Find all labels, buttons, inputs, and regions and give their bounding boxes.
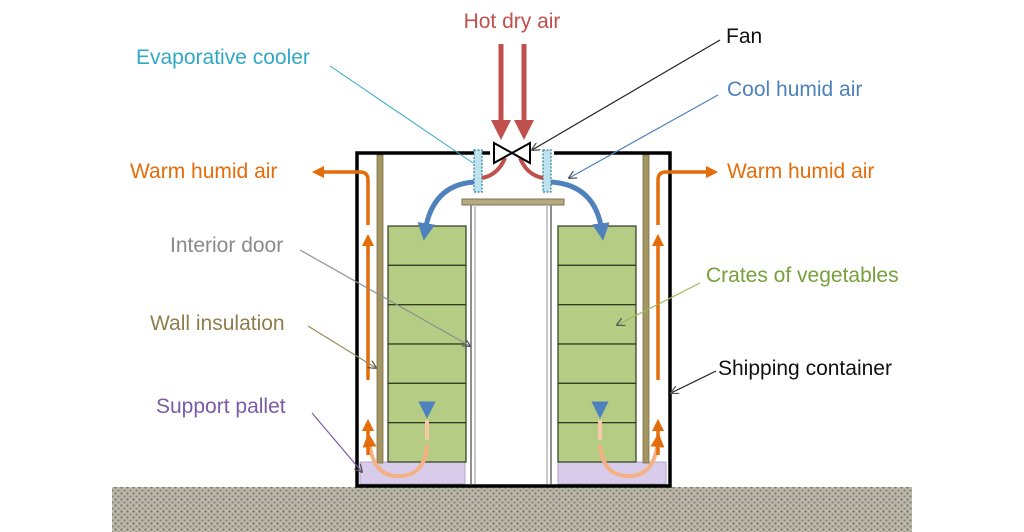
label-hot-dry-air: Hot dry air: [464, 10, 561, 33]
leader-crates: [617, 282, 701, 325]
interior-door-shelf: [461, 198, 565, 206]
label-evaporative-cooler: Evaporative cooler: [136, 46, 310, 69]
evaporative-cooler-left: [473, 149, 483, 193]
label-fan: Fan: [726, 25, 762, 48]
leader-shipping-container: [671, 370, 717, 393]
label-warm-humid-air-left: Warm humid air: [130, 160, 277, 183]
crate: [557, 225, 637, 266]
cool-air-curve-right: [550, 179, 610, 241]
warm-air-exit-right: [656, 165, 719, 225]
label-interior-door: Interior door: [170, 234, 283, 257]
evaporative-cooler-right: [542, 149, 552, 193]
leader-interior-door: [299, 249, 470, 346]
warm-air-bottom-left: [362, 433, 429, 479]
leader-support-pallet: [311, 412, 362, 472]
hot-air-flow-right: [518, 157, 544, 180]
shipping-container: [355, 151, 672, 488]
crate: [557, 264, 637, 306]
crate: [557, 343, 637, 384]
ground: [112, 487, 912, 532]
crates-right: [557, 225, 637, 463]
leader-evaporative-cooler: [329, 65, 474, 164]
label-crates-of-vegetables: Crates of vegetables: [706, 264, 899, 287]
leader-fan: [532, 39, 721, 150]
hot-air-flow-left: [481, 157, 507, 180]
crate: [557, 382, 637, 424]
warm-air-bottom-right: [598, 433, 665, 479]
crate: [557, 304, 637, 345]
wall-insulation-left: [376, 154, 384, 464]
label-wall-insulation: Wall insulation: [150, 312, 285, 335]
fan-icon: [493, 141, 531, 165]
label-shipping-container: Shipping container: [718, 357, 892, 380]
label-warm-humid-air-right: Warm humid air: [727, 160, 874, 183]
warm-air-exit-left: [311, 165, 370, 225]
cool-air-curve-left: [417, 179, 475, 241]
leader-wall-insulation: [307, 325, 376, 368]
label-cool-humid-air: Cool humid air: [727, 78, 862, 101]
leader-cool-humid-air: [569, 94, 719, 178]
crate: [557, 422, 637, 463]
label-support-pallet: Support pallet: [156, 395, 286, 418]
